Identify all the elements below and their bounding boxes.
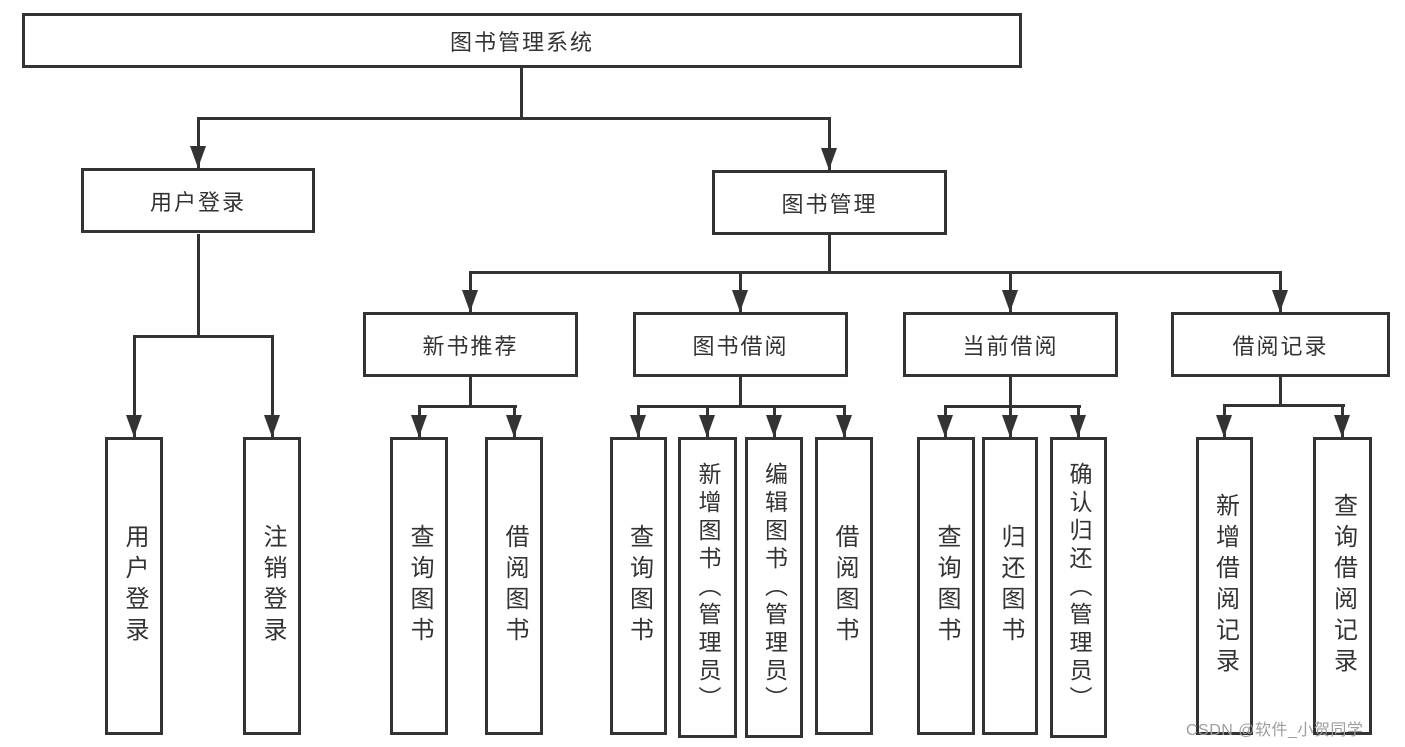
node-new-book-recommend-label: 新书推荐 [422,333,519,359]
leaf-query-books-current: 查询图书 [917,437,975,735]
arrow-down [126,415,142,437]
csdn-watermark: CSDN @软件_小贺同学 [1186,722,1364,739]
leaf-add-borrow-record-label: 新增借阅记录 [1211,493,1239,679]
leaf-query-books-newbooks-label: 查询图书 [406,524,433,648]
leaf-borrow-books-borrow: 借阅图书 [815,437,873,735]
leaf-confirm-return-admin: 确认归还（管理员） [1050,437,1107,738]
node-book-management-label: 图书管理 [781,191,878,217]
arrow-down [1002,415,1018,437]
node-book-borrow: 图书借阅 [633,312,848,377]
connector [1223,404,1345,407]
connector [133,335,274,338]
node-book-borrow-label: 图书借阅 [692,333,789,359]
arrow-down [411,415,427,437]
connector [944,405,1081,408]
connector [828,235,831,273]
connector [271,337,274,437]
connector [197,119,200,168]
arrow-down [1002,290,1018,312]
leaf-user-login: 用户登录 [105,437,163,735]
leaf-borrow-books-borrow-label: 借阅图书 [831,524,858,648]
node-current-borrow: 当前借阅 [903,312,1118,377]
leaf-borrow-books-newbooks-label: 借阅图书 [501,524,528,648]
arrow-down [630,415,646,437]
node-root: 图书管理系统 [22,13,1022,68]
leaf-edit-books-admin-label: 编辑图书（管理员） [761,461,788,714]
connector [469,271,1282,274]
connector [418,405,517,408]
leaf-borrow-books-newbooks: 借阅图书 [485,437,543,735]
arrow-down [264,415,280,437]
leaf-add-borrow-record: 新增借阅记录 [1196,437,1253,735]
connector [133,337,136,437]
node-borrow-records: 借阅记录 [1171,312,1390,377]
node-root-label: 图书管理系统 [449,29,594,55]
node-borrow-records-label: 借阅记录 [1232,333,1329,359]
arrow-down [766,415,782,437]
connector [828,119,831,170]
arrow-down [1272,290,1288,312]
connector [197,117,831,120]
connector [739,377,742,407]
arrow-down [937,415,953,437]
node-current-borrow-label: 当前借阅 [962,333,1059,359]
leaf-add-books-admin: 新增图书（管理员） [678,437,737,738]
arrow-down [836,415,852,437]
leaf-user-login-label: 用户登录 [121,524,148,648]
leaf-query-books-current-label: 查询图书 [933,524,960,648]
arrow-down [1070,415,1086,437]
arrow-down [1334,415,1350,437]
leaf-edit-books-admin: 编辑图书（管理员） [745,437,803,738]
leaf-confirm-return-admin-label: 确认归还（管理员） [1066,461,1092,714]
node-user-login: 用户登录 [81,168,315,233]
arrow-down [732,290,748,312]
node-user-login-label: 用户登录 [149,189,246,215]
leaf-query-borrow-record-label: 查询借阅记录 [1329,493,1357,679]
arrow-down [1216,415,1232,437]
leaf-logout: 注销登录 [243,437,301,735]
leaf-query-books-borrow: 查询图书 [610,437,667,735]
node-book-management: 图书管理 [712,170,947,235]
connector [637,405,846,408]
leaf-query-books-borrow-label: 查询图书 [625,524,653,648]
connector [1279,376,1282,406]
connector [1009,377,1012,407]
connector [469,377,472,407]
leaf-add-books-admin-label: 新增图书（管理员） [695,461,721,714]
arrow-down [506,415,522,437]
arrow-down [821,148,837,170]
leaf-return-books: 归还图书 [982,437,1038,735]
connector [197,234,200,337]
leaf-query-books-newbooks: 查询图书 [390,437,448,735]
arrow-down [462,290,478,312]
leaf-query-borrow-record: 查询借阅记录 [1313,437,1372,735]
connector [520,68,523,118]
leaf-return-books-label: 归还图书 [997,524,1024,648]
leaf-logout-label: 注销登录 [259,524,286,648]
arrow-down [190,146,206,168]
node-new-book-recommend: 新书推荐 [363,312,578,377]
arrow-down [699,415,715,437]
